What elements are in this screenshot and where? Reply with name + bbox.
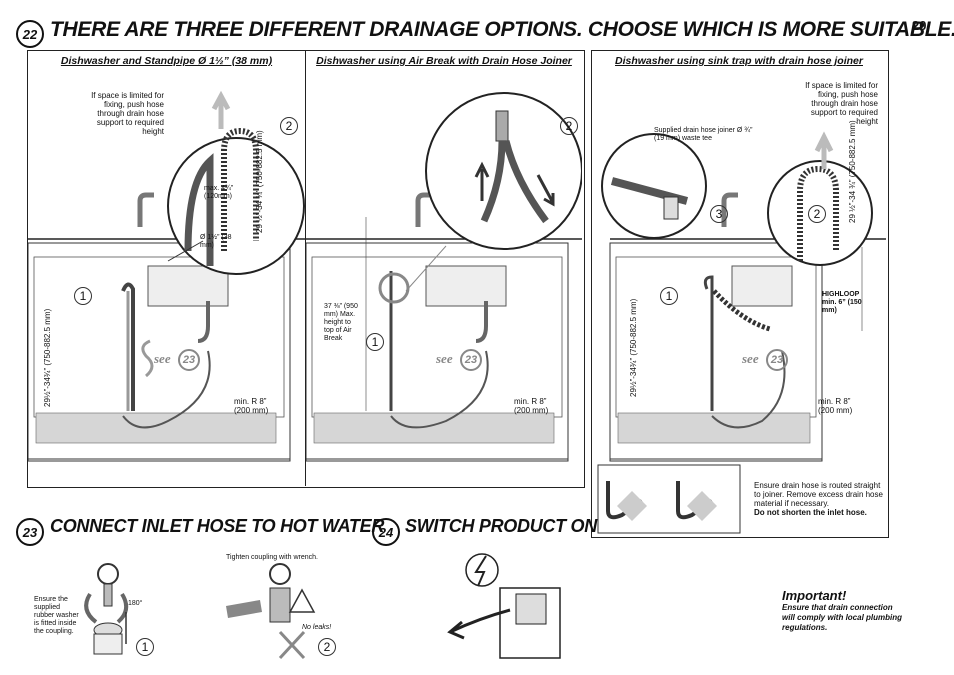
panel-standpipe-title: Dishwasher and Standpipe Ø 1½” (38 mm) — [60, 55, 273, 67]
important-title: Important! — [782, 588, 847, 603]
step24-illustration — [440, 548, 590, 672]
panel3-radius-label: min. R 8” (200 mm) — [818, 397, 853, 415]
panel1-callout-2: 2 — [280, 117, 298, 135]
page-number: 20 — [912, 18, 927, 33]
step23-wrench-note: Tighten coupling with wrench. — [226, 554, 318, 561]
panel-sinktrap-title: Dishwasher using sink trap with drain ho… — [615, 55, 863, 67]
panel3-routing-text: Ensure drain hose is routed straight to … — [754, 481, 883, 508]
step-24-number: 24 — [378, 524, 394, 540]
panel2-see-ref: 23 — [460, 349, 482, 371]
panel1-see-ref: 23 — [178, 349, 200, 371]
panel-airbreak-title: Dishwasher using Air Break with Drain Ho… — [316, 55, 572, 67]
power-switch-drawing — [447, 553, 561, 659]
panel3-see-text: see — [742, 351, 759, 366]
panel3-callout-3: 3 — [710, 205, 728, 223]
inlet-hose-drawing — [84, 563, 316, 660]
step23-washer-note: Ensure the supplied rubber washer is fit… — [34, 596, 79, 635]
panel1-callout-1: 1 — [74, 287, 92, 305]
panel3-side-label: 29½”-34¾” (750-882.5 mm) — [629, 298, 638, 397]
step-22-number: 22 — [22, 26, 38, 42]
step23-angle-label: 180° — [128, 600, 143, 607]
panel1-pipe-label: Ø 1½” (38 mm) — [200, 234, 232, 249]
step23-illustration: Ensure the supplied rubber washer is fit… — [30, 550, 360, 672]
panel3-joiner-note: Supplied drain hose joiner Ø ¾” (19 mm) … — [654, 127, 753, 142]
step-22-title: THERE ARE THREE DIFFERENT DRAINAGE OPTIO… — [50, 18, 954, 41]
panel3-height-label: 29 ½”-34 ¾” (750-882.5 mm) — [848, 120, 857, 223]
sinktrap-illustration — [597, 131, 886, 534]
panel3-push-note: If space is limited for fixing, push hos… — [805, 81, 878, 126]
step23-callout-1: 1 — [136, 638, 154, 656]
important-box: Important! Ensure that drain connection … — [782, 588, 907, 633]
panel3-highloop-label: HIGHLOOP min. 6” (150 mm) — [822, 291, 862, 314]
panel1-height-label: 29 ½”-34 ¾” (750-882.5 mm) — [255, 130, 264, 233]
step-23-title: CONNECT INLET HOSE TO HOT WATER — [50, 516, 385, 536]
panel-sinktrap-content: Dishwasher using sink trap with drain ho… — [592, 51, 886, 535]
step23-callout-2: 2 — [318, 638, 336, 656]
panel2-callout-1: 1 — [366, 333, 384, 351]
step-24-title: SWITCH PRODUCT ON — [405, 516, 597, 536]
panel1-push-note: If space is limited for fixing, push hos… — [91, 91, 164, 136]
panel3-callout-1: 1 — [660, 287, 678, 305]
step-22-badge: 22 — [16, 20, 44, 48]
panel3-callout-2: 2 — [808, 205, 826, 223]
step-23-number: 23 — [22, 524, 38, 540]
panel2-see-text: see — [436, 351, 453, 366]
panel3-routing-bold: Do not shorten the inlet hose. — [754, 508, 867, 517]
panel-airbreak-content: Dishwasher using Air Break with Drain Ho… — [306, 51, 582, 485]
panel1-max-label: max. 4¾” (120mm) — [204, 185, 234, 200]
panel1-radius-label: min. R 8” (200 mm) — [234, 397, 269, 415]
important-text: Ensure that drain connection will comply… — [782, 603, 903, 632]
panel3-routing-note: Ensure drain hose is routed straight to … — [754, 481, 884, 517]
panel1-see-text: see — [154, 351, 171, 366]
panel2-radius-label: min. R 8” (200 mm) — [514, 397, 549, 415]
step-23-badge: 23 — [16, 518, 44, 546]
panel2-height-label: 37 ⅜” (950 mm) Max. height to top of Air… — [324, 303, 358, 342]
airbreak-illustration — [306, 92, 582, 462]
step23-leak-note: No leaks! — [302, 624, 332, 631]
panel3-see-ref: 23 — [766, 349, 788, 371]
standpipe-illustration — [28, 90, 305, 462]
panel1-side-label: 29½”-34¾” (750-882.5 mm) — [43, 308, 52, 407]
panel-standpipe-content: Dishwasher and Standpipe Ø 1½” (38 mm) I… — [28, 51, 305, 485]
panel2-callout-2: 2 — [560, 117, 578, 135]
step-24-badge: 24 — [372, 518, 400, 546]
